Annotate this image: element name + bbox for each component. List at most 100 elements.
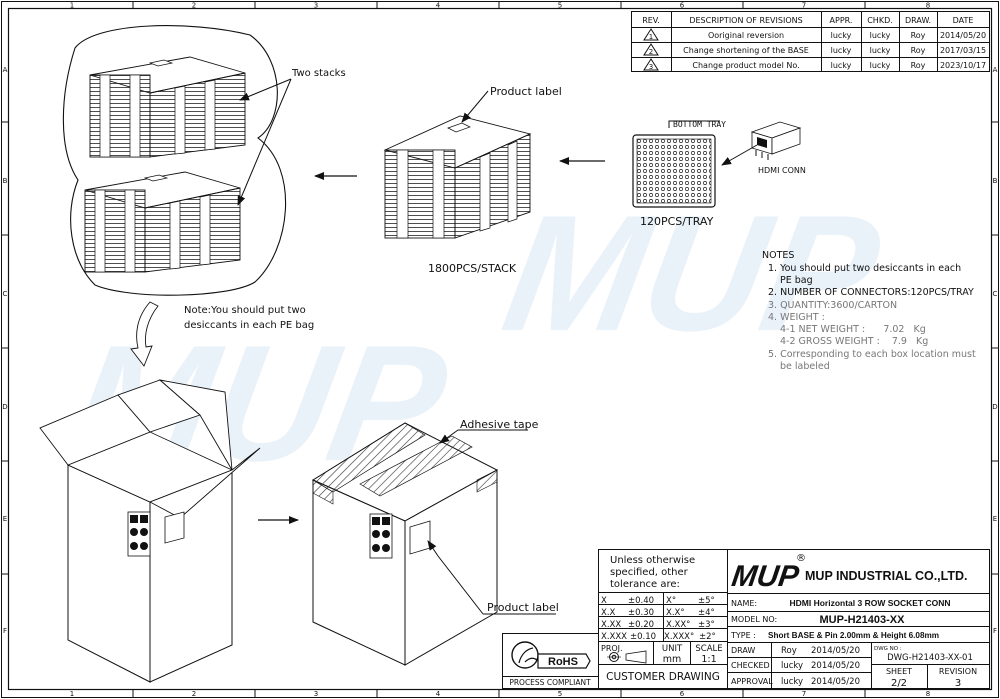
checked-date: 2014/05/20: [811, 661, 860, 671]
scale-label: SCALE: [695, 644, 722, 654]
inner-frame: [7, 7, 993, 691]
tol-value: ±5°: [698, 596, 715, 606]
hdmi-connector-illustration: HDMI CONN: [721, 121, 806, 175]
zone-row-c-right: C: [993, 290, 998, 298]
draw-label: DRAW: [731, 646, 755, 655]
rev-number: 3: [649, 63, 653, 71]
rev-header-draw: DRAW.: [905, 16, 931, 25]
zone-row-d-right: D: [992, 403, 997, 411]
rev-number: 2: [649, 48, 653, 56]
rev-chkd: lucky: [870, 46, 891, 55]
tol-value: ±2°: [699, 632, 716, 642]
tol-key: X.XX: [601, 620, 621, 630]
type-label: TYPE :: [730, 631, 756, 640]
draw-date: 2014/05/20: [811, 646, 860, 656]
tolerance-header-2: specified, other: [610, 567, 689, 578]
tol-value: ±4°: [698, 608, 715, 618]
approval-date: 2014/05/20: [811, 677, 860, 687]
scale-value: 1:1: [701, 654, 716, 665]
zone-columns-top: 1 2 3 4 5 6 7 8: [70, 1, 930, 10]
tol-key: X: [601, 596, 607, 606]
product-label-leader-top: [461, 90, 489, 123]
note-line: 4. WEIGHT :: [768, 312, 825, 323]
upper-stack: [89, 56, 246, 158]
rev-appr: lucky: [831, 46, 852, 55]
rev-triangle-icon: [643, 28, 659, 41]
zone-col-4: 4: [436, 2, 441, 10]
tol-key: X.X: [601, 608, 616, 618]
rohs-leaf-icon: [511, 641, 539, 669]
adhesive-tape-label: Adhesive tape: [460, 418, 539, 431]
rohs-logo-text: RoHS: [548, 656, 578, 668]
zone-col-5: 5: [558, 2, 562, 10]
name-label: NAME:: [731, 599, 757, 608]
rev-date: 2017/03/15: [940, 46, 986, 55]
product-label-bottom: Product label: [487, 601, 559, 614]
hdmi-conn-leader: [721, 144, 758, 166]
zone-row-e: E: [3, 515, 7, 523]
note-line: 2. NUMBER OF CONNECTORS:120PCS/TRAY: [768, 287, 974, 298]
two-stacks-leader-1: [239, 78, 292, 101]
model-label: MODEL NO:: [731, 615, 777, 624]
tol-key: X.XXX°: [664, 632, 694, 642]
open-carton-illustration: [39, 379, 261, 683]
two-stacks-illustration: Two stacks: [62, 25, 346, 296]
company-logo: MUP: [730, 560, 802, 593]
rev-header-date: DATE: [953, 16, 974, 25]
zone-row-d: D: [2, 403, 7, 411]
zone-col-2-bottom: 2: [192, 690, 196, 698]
company-name: MUP INDUSTRIAL CO.,LTD.: [805, 569, 968, 583]
product-label-top: Product label: [490, 85, 562, 98]
title-block: Unless otherwise specified, other tolera…: [502, 549, 990, 689]
zone-col-1: 1: [70, 2, 74, 10]
label-icon: [409, 520, 431, 555]
tolerance-header-3: tolerance are:: [610, 579, 680, 590]
tol-value: ±3°: [698, 620, 715, 630]
zone-columns-bottom: 1 2 3 4 5 6 7 8: [70, 689, 930, 698]
note-line: 3. QUANTITY:3600/CARTON: [768, 300, 897, 311]
unit-value: mm: [663, 654, 682, 665]
zone-row-f-right: F: [993, 627, 997, 635]
sheet-value: 2/2: [891, 678, 907, 689]
adhesive-tape-leader: [439, 429, 459, 444]
zone-row-f: F: [3, 627, 7, 635]
tol-key: X.XXX: [601, 632, 627, 642]
rev-header-chkd: CHKD.: [867, 16, 893, 25]
tol-key: X.X°: [666, 608, 685, 618]
zone-col-8: 8: [926, 2, 930, 10]
notes-block: NOTES 1. You should put two desiccants i…: [762, 250, 976, 372]
rev-date: 2014/05/20: [940, 31, 986, 40]
rev-draw: Roy: [911, 61, 926, 70]
zone-col-7: 7: [802, 2, 806, 10]
zone-row-c: C: [3, 290, 8, 298]
rev-header-description: DESCRIPTION OF REVISIONS: [689, 16, 802, 25]
rev-description: Ooriginal reversion: [708, 31, 784, 40]
approval-name: lucky: [781, 677, 803, 687]
note-line: 4-1 NET WEIGHT : 7.02 Kg: [780, 324, 926, 335]
label-icon: [447, 122, 471, 133]
desiccant-note-line-1: Note:You should put two: [184, 305, 306, 316]
zone-row-a-right: A: [993, 66, 998, 74]
revision-label: REVISION: [939, 667, 977, 676]
checked-name: lucky: [781, 661, 803, 671]
note-line: 4-2 GROSS WEIGHT : 7.9 Kg: [780, 336, 928, 347]
note-line: PE bag: [780, 275, 813, 286]
zone-col-2: 2: [192, 2, 196, 10]
zone-col-4-bottom: 4: [436, 690, 441, 698]
zone-row-b-right: B: [993, 177, 998, 185]
zone-col-3: 3: [314, 2, 318, 10]
closed-carton-illustration: Adhesive tape Product label: [311, 418, 559, 666]
rev-number: 1: [649, 33, 653, 41]
dwg-value: DWG-H21403-XX-01: [887, 653, 973, 663]
zone-row-b: B: [3, 177, 8, 185]
note-line: 1. You should put two desiccants in each: [768, 263, 961, 274]
note-line: be labeled: [780, 361, 830, 372]
pcs-per-stack: 1800PCS/STACK: [428, 262, 517, 275]
label-icon: [148, 59, 174, 67]
zone-col-1-bottom: 1: [70, 690, 74, 698]
down-arrow-icon: [130, 301, 159, 367]
revision-value: 3: [955, 678, 961, 689]
zone-rows-right: A B C D E F: [991, 66, 999, 635]
rev-draw: Roy: [911, 31, 926, 40]
